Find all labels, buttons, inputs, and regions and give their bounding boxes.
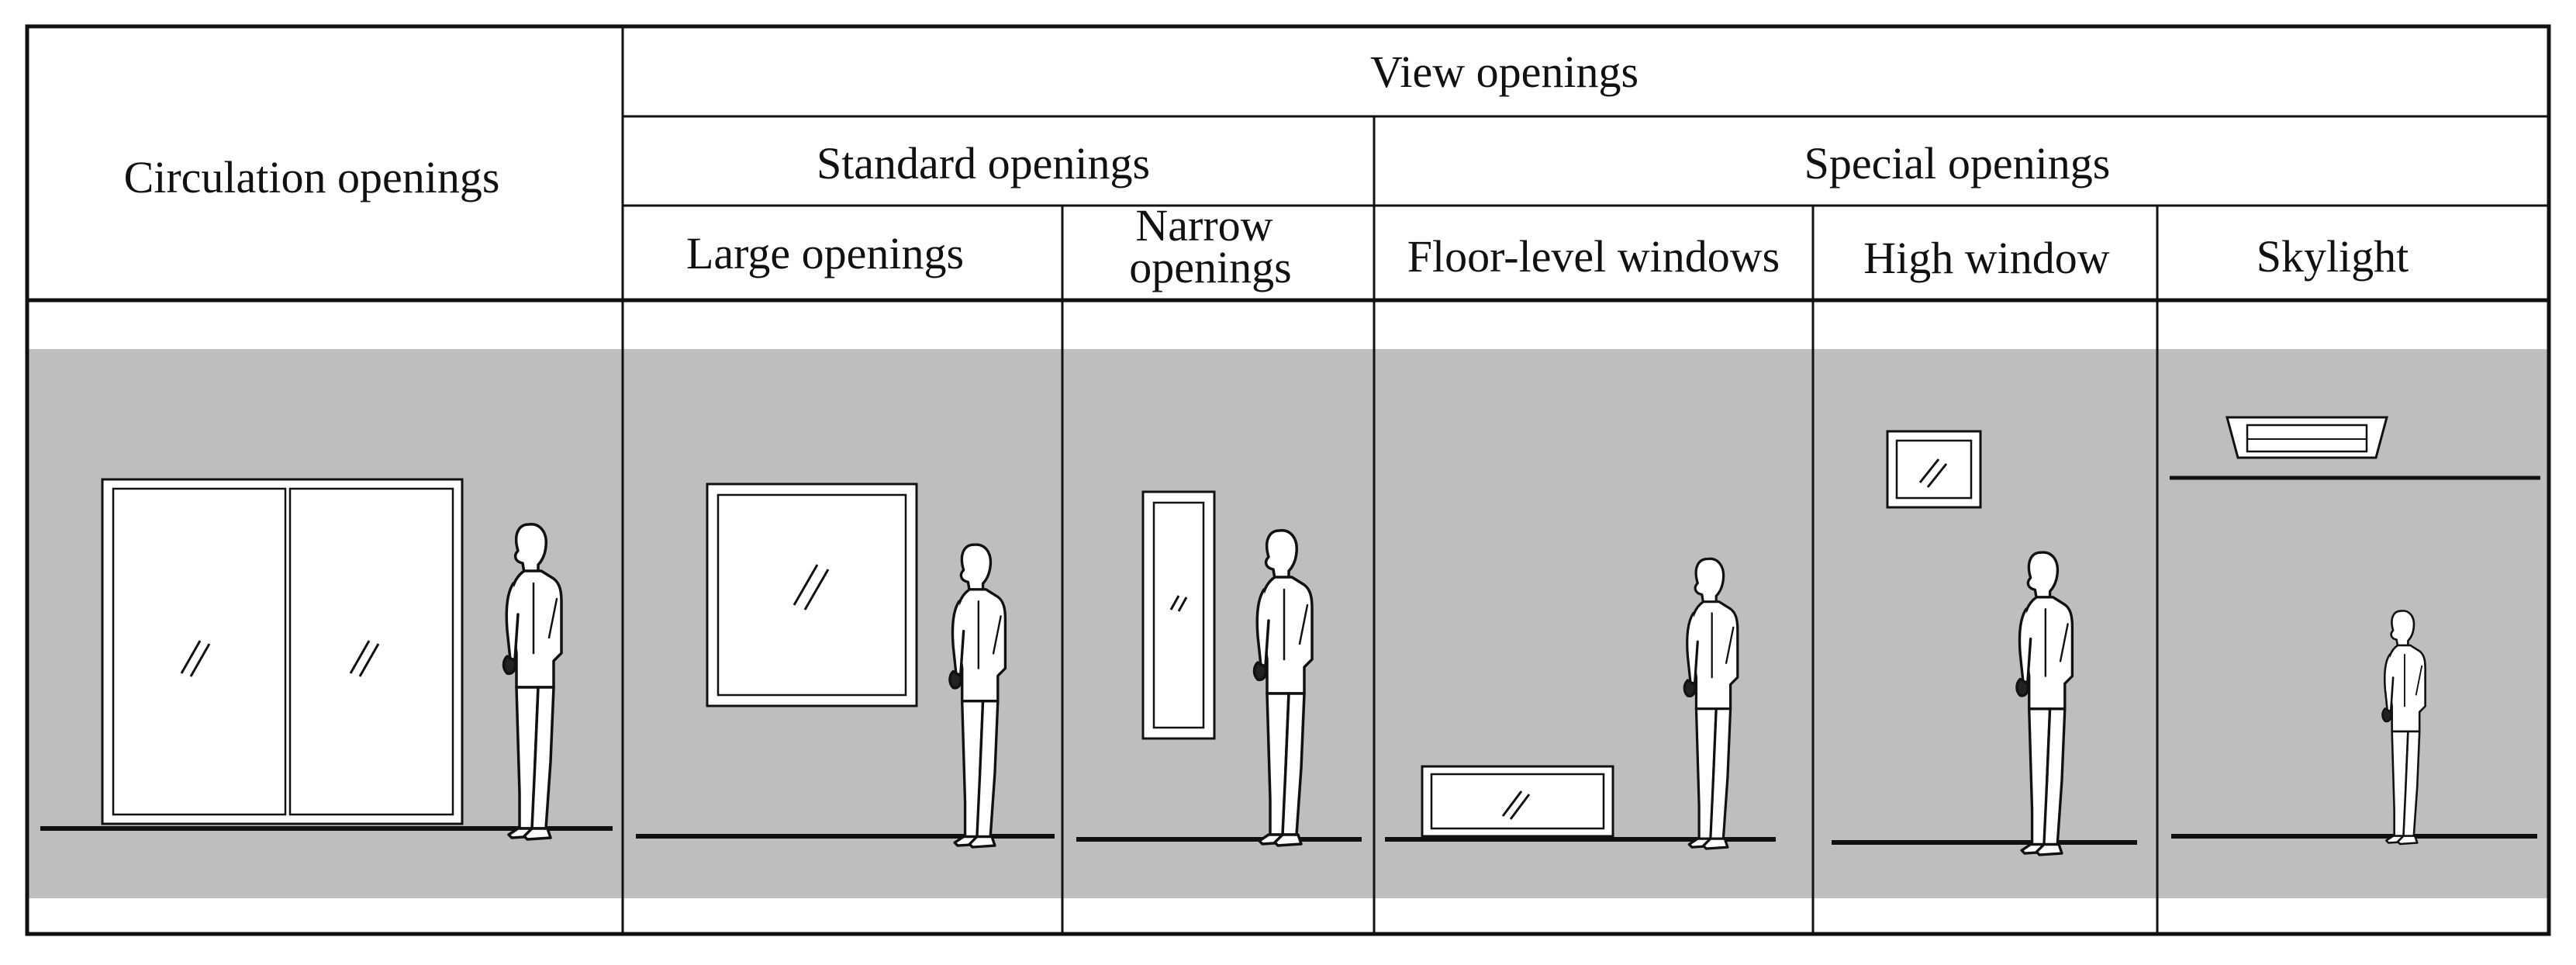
header-skylight: Skylight — [2257, 231, 2409, 282]
header-narrow-openings-line1: Narrow — [1135, 200, 1272, 251]
header-circulation-openings: Circulation openings — [124, 152, 500, 202]
small-high-window — [1886, 430, 1982, 509]
header-floor-level-windows: Floor-level windows — [1407, 231, 1780, 282]
large-square-window — [706, 482, 918, 707]
low-horizontal-window — [1421, 765, 1614, 838]
header-special-openings: Special openings — [1804, 138, 2111, 189]
header-large-openings: Large openings — [686, 228, 964, 278]
header-view-openings: View openings — [1370, 47, 1638, 97]
table-header: Circulation openings View openings Stand… — [124, 47, 2409, 292]
double-glass-door — [101, 478, 464, 825]
table-grid — [25, 24, 2551, 936]
header-high-window: High window — [1863, 233, 2110, 283]
ceiling-skylight — [2170, 416, 2540, 480]
header-standard-openings: Standard openings — [817, 138, 1150, 189]
narrow-vertical-window — [1141, 490, 1216, 740]
header-narrow-openings-line2: openings — [1129, 242, 1291, 292]
